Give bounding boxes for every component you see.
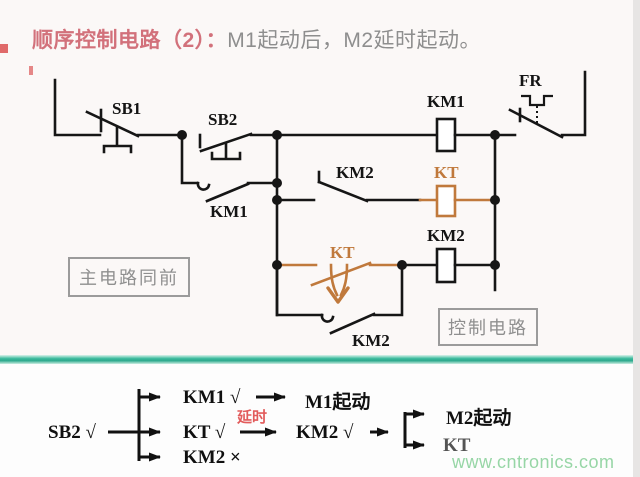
label-km1-latch: KM1 bbox=[210, 202, 248, 221]
flow-delay-tag: 延时 bbox=[237, 409, 268, 426]
flow-m1-start: M1起动 bbox=[305, 392, 371, 413]
flow-km1: KM1 √ bbox=[183, 387, 241, 408]
supply-rails bbox=[53, 70, 587, 137]
flow-kt-off: KT bbox=[443, 435, 471, 456]
label-kt-coil: KT bbox=[434, 163, 459, 182]
label-km2-contact: KM2 bbox=[336, 163, 374, 182]
sb2-no-pushbutton-symbol bbox=[198, 132, 439, 161]
flow-section-background bbox=[0, 364, 640, 477]
label-km2-coil: KM2 bbox=[427, 226, 465, 245]
km2-latch-contact-symbol bbox=[275, 263, 404, 335]
kt-delay-contact-symbol bbox=[275, 261, 402, 304]
km2-no-contact-symbol bbox=[275, 170, 422, 203]
page-title: 顺序控制电路（2）：M1起动后，M2延时起动。 bbox=[32, 24, 481, 54]
title-rest: M1起动后，M2延时起动。 bbox=[227, 29, 482, 52]
km2-coil-symbol bbox=[400, 247, 497, 284]
flow-km2: KM2 √ bbox=[296, 422, 354, 443]
junction-dots bbox=[177, 130, 500, 270]
flow-kt: KT √ bbox=[183, 422, 226, 443]
km1-latch-contact-symbol bbox=[180, 133, 279, 203]
title-highlight: 顺序控制电路（2）： bbox=[32, 29, 228, 52]
label-kt-delay-contact: KT bbox=[330, 243, 355, 262]
flow-start-sb2: SB2 √ bbox=[48, 422, 96, 443]
fr-thermal-contact-symbol bbox=[508, 94, 564, 139]
flow-km2-blocked: KM2 × bbox=[183, 447, 241, 468]
flow-chart-lines bbox=[108, 389, 425, 462]
flow-m2-start: M2起动 bbox=[446, 408, 512, 429]
watermark: www.cntronics.com bbox=[452, 452, 615, 472]
kt-coil-symbol bbox=[418, 184, 494, 218]
note-control-circuit: 控制电路 bbox=[438, 308, 538, 346]
km1-coil-symbol bbox=[435, 117, 517, 153]
red-edge-artifact bbox=[29, 66, 33, 75]
right-edge-strip bbox=[633, 0, 640, 477]
label-fr: FR bbox=[519, 71, 542, 90]
note-main-circuit: 主电路同前 bbox=[68, 257, 190, 297]
label-sb1: SB1 bbox=[112, 99, 142, 118]
label-km1-coil: KM1 bbox=[427, 92, 465, 111]
label-km2-latch: KM2 bbox=[352, 331, 390, 350]
label-sb2: SB2 bbox=[208, 110, 238, 129]
teal-divider bbox=[0, 355, 640, 364]
red-edge-artifact bbox=[0, 44, 8, 53]
sb1-nc-pushbutton-symbol bbox=[85, 108, 184, 154]
